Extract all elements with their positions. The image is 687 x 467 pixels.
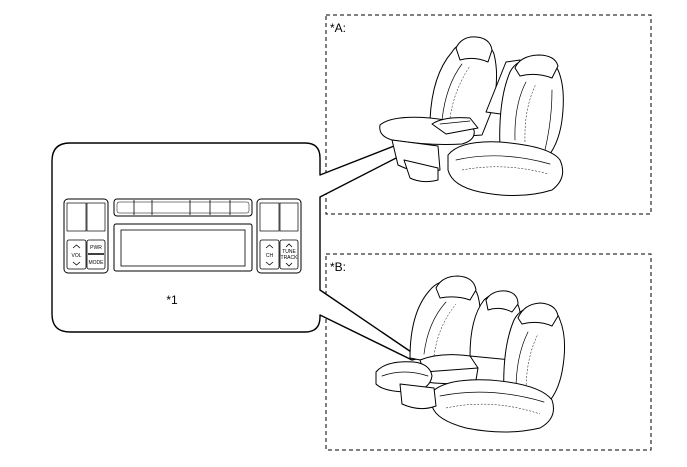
detail-box-b bbox=[325, 253, 652, 451]
rear-seat-illustration-a bbox=[379, 36, 564, 197]
rear-control-panel: VOL PWR MODE CH TUNE TRACK bbox=[63, 198, 302, 274]
callout-label-1: *1 bbox=[166, 293, 178, 307]
tune-button-label: TUNE bbox=[282, 249, 296, 255]
rear-seat-illustration-b bbox=[375, 275, 566, 433]
mode-button-label: MODE bbox=[89, 260, 105, 266]
ch-button-label: CH bbox=[266, 253, 274, 259]
track-button-label: TRACK bbox=[281, 255, 299, 261]
detail-label-a: *A: bbox=[330, 21, 346, 35]
vol-button-label: VOL bbox=[71, 253, 81, 259]
detail-label-b: *B: bbox=[330, 260, 346, 274]
detail-box-a bbox=[325, 14, 652, 215]
pwr-button-label: PWR bbox=[90, 245, 102, 251]
